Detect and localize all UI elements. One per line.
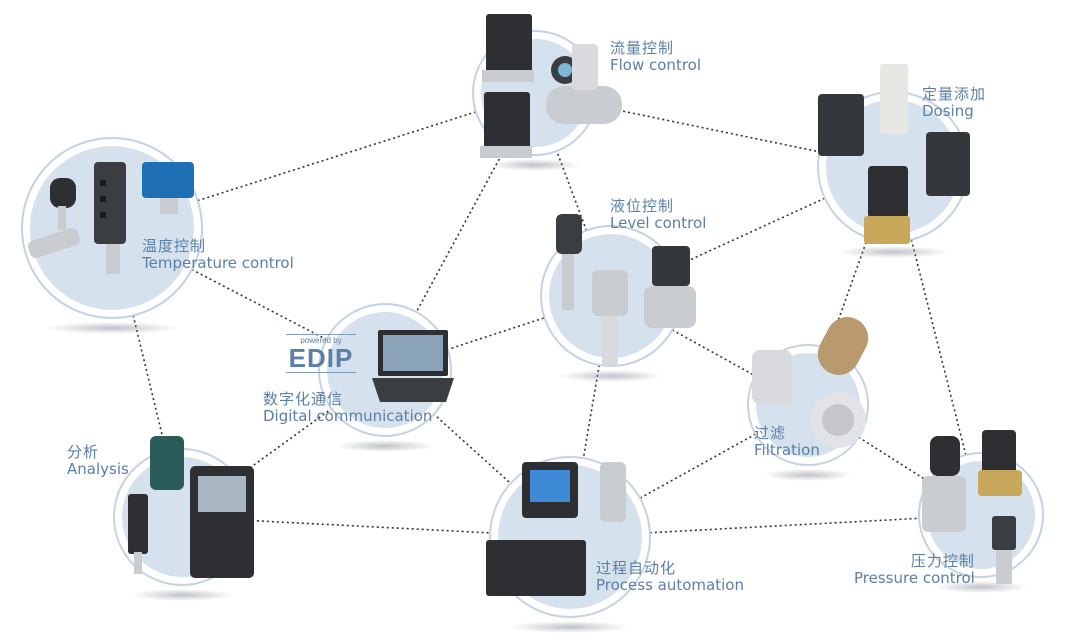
node-shadow — [558, 370, 664, 382]
pressure-transmitter-icon — [992, 516, 1016, 584]
connector-temperature-flow — [111, 92, 536, 229]
process-devices — [486, 462, 626, 596]
edip-powered-by: powered by — [286, 334, 356, 345]
io-module-icon — [486, 540, 586, 596]
label-zh: 温度控制 — [142, 237, 207, 255]
label-en: Dosing — [922, 102, 974, 121]
label-en: Analysis — [67, 460, 129, 479]
brass-valve-icon — [978, 430, 1022, 496]
dosing-devices — [818, 64, 970, 244]
label-level-control: 液位控制 Level control — [610, 197, 707, 233]
label-zh: 过滤 — [754, 424, 787, 442]
label-en: Pressure control — [854, 569, 975, 588]
flow-meter-icon — [546, 44, 622, 124]
level-switch-icon — [556, 214, 582, 310]
brass-solenoid-icon — [864, 166, 910, 244]
node-shadow — [510, 621, 630, 633]
label-temperature-control: 温度控制 Temperature control — [142, 237, 294, 273]
label-zh: 分析 — [67, 443, 100, 461]
filtration-devices — [752, 317, 869, 448]
micro-valve-icon — [880, 64, 908, 134]
label-zh: 过程自动化 — [596, 559, 677, 577]
node-shadow — [44, 322, 180, 334]
label-zh: 数字化通信 — [263, 390, 344, 408]
edip-wordmark: EDIP — [286, 344, 356, 374]
node-shadow — [488, 159, 582, 171]
level-transmitter-icon — [592, 270, 628, 366]
sensor-probe-icon — [128, 436, 184, 574]
label-dosing: 定量添加 Dosing — [922, 85, 987, 121]
dosing-pump-icon — [818, 94, 864, 156]
temperature-devices — [28, 162, 194, 274]
mass-flow-controller-icon — [480, 14, 534, 158]
label-en: Digital communication — [263, 407, 433, 426]
label-digital-communication: 数字化通信 Digital communication — [263, 390, 433, 426]
label-zh: 压力控制 — [910, 552, 975, 570]
laptop-icon — [372, 330, 454, 402]
valve-positioner-icon — [600, 462, 626, 522]
analysis-devices — [128, 436, 254, 578]
pressure-devices — [922, 430, 1022, 584]
flow-devices — [480, 14, 622, 158]
diaphragm-valve-icon — [752, 350, 792, 404]
label-en: Level control — [610, 214, 707, 233]
node-shadow — [335, 440, 435, 452]
label-en: Temperature control — [142, 254, 294, 273]
temperature-controller-icon — [94, 162, 126, 274]
devices-layer — [28, 14, 1022, 596]
label-en: Process automation — [596, 576, 744, 595]
label-filtration: 过滤 Filtration — [754, 424, 820, 460]
blue-actuator-icon — [142, 162, 194, 214]
label-zh: 流量控制 — [610, 39, 675, 57]
process-valve-icon — [644, 246, 696, 328]
solenoid-valve-icon — [926, 132, 970, 196]
edip-logo: powered by EDIP — [286, 334, 356, 374]
label-zh: 液位控制 — [610, 197, 675, 215]
pressure-valve-icon — [922, 436, 966, 532]
label-zh: 定量添加 — [922, 85, 987, 103]
label-pressure-control: 压力控制 Pressure control — [854, 552, 975, 588]
label-process-automation: 过程自动化 Process automation — [596, 559, 744, 595]
angle-seat-valve-icon — [28, 178, 80, 259]
label-en: Filtration — [754, 441, 820, 460]
node-shadow — [763, 469, 853, 481]
level-devices — [556, 214, 696, 366]
node-shadow — [836, 246, 950, 258]
connector-process-pressure — [569, 514, 982, 538]
label-analysis: 分析 Analysis — [67, 443, 129, 479]
node-shadow — [131, 589, 233, 601]
label-en: Flow control — [610, 56, 702, 75]
label-flow-control: 流量控制 Flow control — [610, 39, 702, 75]
analyser-transmitter-icon — [190, 466, 254, 578]
filter-cartridge-icon — [817, 317, 869, 375]
